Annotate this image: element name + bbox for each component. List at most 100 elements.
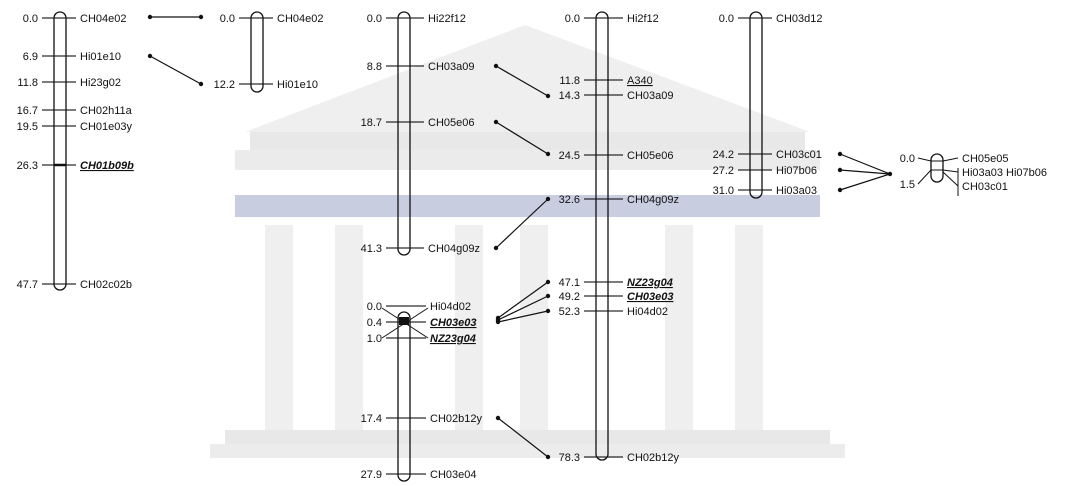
- marker-name: CH03e03: [430, 317, 476, 329]
- chromosome-bar: [397, 311, 411, 482]
- marker-name: Hi01e10: [80, 51, 121, 63]
- chromosome-bar: [749, 11, 763, 199]
- connector-dot: [545, 196, 551, 202]
- connector-dot: [147, 53, 153, 59]
- connector-line: [497, 417, 549, 458]
- marker-position: 6.9: [23, 51, 38, 63]
- marker-position: 0.0: [367, 301, 382, 313]
- connector-dot: [198, 14, 204, 20]
- connector-dot: [545, 151, 551, 157]
- marker-position: 14.3: [559, 90, 580, 102]
- marker: 41.3 CH04g09z: [361, 243, 480, 255]
- marker-position: 16.7: [17, 105, 38, 117]
- connector-line: [497, 310, 549, 323]
- chromosome-bar: [930, 153, 944, 183]
- connectors-g2: [381, 63, 551, 460]
- marker-name: CH01b09b: [80, 160, 134, 172]
- marker-position: 0.0: [565, 13, 580, 25]
- marker-position: 0.0: [367, 13, 382, 25]
- marker-name: CH03a09: [428, 61, 474, 73]
- connector-dot: [545, 308, 551, 314]
- chromosome-bar: [250, 11, 264, 93]
- marker-position: 26.3: [17, 160, 38, 172]
- marker-name: Hi22f12: [428, 13, 466, 25]
- marker-position: 11.8: [559, 75, 580, 87]
- marker-position: 17.4: [361, 413, 382, 425]
- marker-name: CH03a09: [627, 90, 673, 102]
- marker-position: 41.3: [361, 243, 382, 255]
- marker-position: 32.6: [559, 194, 580, 206]
- marker-name: Hi01e10: [277, 79, 318, 91]
- marker-position: 27.2: [713, 165, 734, 177]
- marker-position: 1.5: [900, 179, 915, 191]
- connector-dot: [545, 93, 551, 99]
- marker: 8.8 CH03a09: [367, 61, 475, 73]
- connector-dot: [545, 293, 551, 299]
- connector-dot: [493, 63, 499, 69]
- marker-name: NZ23g04: [430, 333, 476, 345]
- connector-line: [495, 121, 549, 155]
- marker-position: 49.2: [559, 291, 580, 303]
- marker: 49.2 CH03e03: [559, 291, 674, 303]
- marker-name: CH03e03: [627, 291, 673, 303]
- marker-cluster: [399, 317, 409, 325]
- marker-name: CH05e05: [962, 153, 1008, 165]
- marker-name: Hi04d02: [430, 301, 471, 313]
- marker-name: CH04g09z: [428, 243, 480, 255]
- connector-line: [149, 55, 202, 85]
- marker-name: A340: [627, 75, 653, 87]
- marker-position: 0.0: [900, 153, 915, 165]
- marker: 0.0 Hi22f12: [367, 13, 466, 25]
- chromosome-bar: [397, 11, 411, 256]
- connector-dot: [493, 119, 499, 125]
- marker-position: 52.3: [559, 306, 580, 318]
- connector-dot: [837, 151, 843, 157]
- connector-line: [497, 295, 549, 321]
- marker: 27.9 CH03e04: [361, 469, 477, 481]
- marker-position: 0.0: [23, 13, 38, 25]
- marker-position: 0.0: [719, 13, 734, 25]
- connectors-g3: [837, 151, 893, 193]
- marker: 47.1 NZ23g04: [559, 277, 673, 289]
- marker: 24.5 CH05e06: [559, 150, 674, 162]
- marker-name: NZ23g04: [627, 277, 673, 289]
- marker-name: CH03e04: [430, 469, 476, 481]
- marker-name: Hi23g02: [80, 77, 121, 89]
- marker-position: 24.2: [713, 149, 734, 161]
- connector-line: [495, 65, 549, 97]
- watermark-building: [210, 25, 845, 458]
- marker-position: 24.5: [559, 150, 580, 162]
- connector-line: [839, 173, 891, 191]
- marker-name: CH02c02b: [80, 279, 132, 291]
- connector-dot: [147, 14, 153, 20]
- connector-dot: [198, 81, 204, 87]
- marker-name: Hi03a03: [776, 185, 817, 197]
- marker-position: 47.1: [559, 277, 580, 289]
- marker: 0.0 Hi04d02: [367, 301, 471, 313]
- marker-position: 78.3: [559, 452, 580, 464]
- marker-name: CH05e06: [627, 150, 673, 162]
- marker-position: 27.9: [361, 469, 382, 481]
- connector-dot: [837, 187, 843, 193]
- connector-dot: [495, 415, 501, 421]
- marker-position: 8.8: [367, 61, 382, 73]
